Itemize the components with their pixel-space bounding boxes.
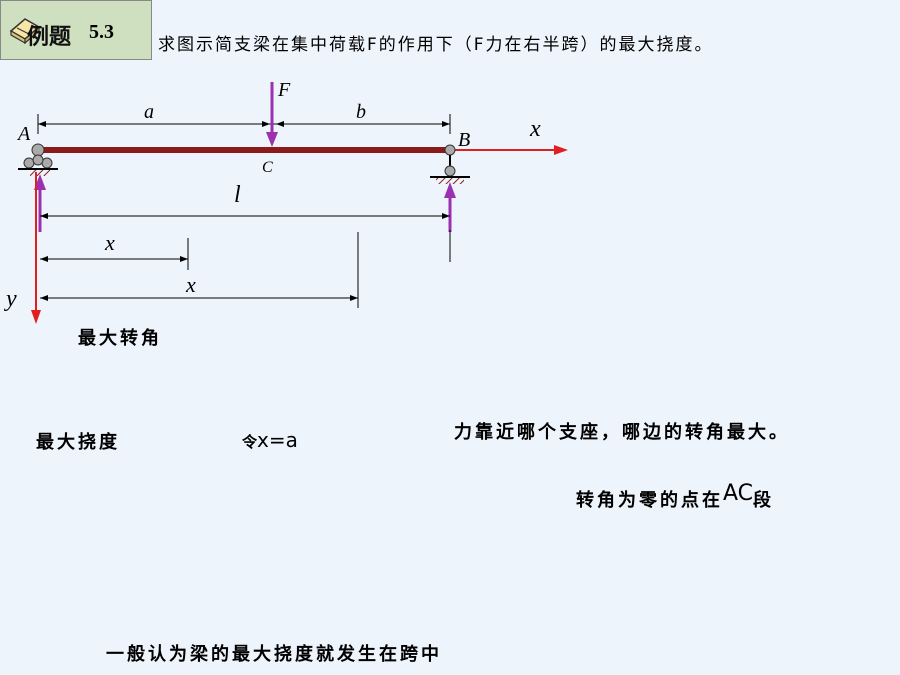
let-prefix: 令 — [242, 433, 258, 451]
dim-x1-label: x — [104, 230, 115, 255]
problem-statement: 求图示简支梁在集中荷载F的作用下（F力在右半跨）的最大挠度。 — [158, 35, 714, 55]
zero-rotation-prefix: 转角为零的点在 — [576, 490, 723, 511]
support-question: 力靠近哪个支座，哪边的转角最大。 — [454, 422, 790, 443]
force-arrow — [266, 82, 278, 147]
reaction-b — [444, 182, 456, 232]
dim-a-label: a — [144, 101, 154, 123]
point-c-label: C — [262, 159, 273, 176]
conclusion-text: 一般认为梁的最大挠度就发生在跨中 — [106, 644, 442, 665]
zero-rotation-note: 转角为零的点在AC段 — [576, 481, 775, 512]
badge-label: 例题 — [27, 24, 72, 50]
badge-number: 5.3 — [89, 21, 114, 43]
dimension-ab — [37, 114, 451, 134]
dim-x2-label: x — [185, 272, 196, 297]
dimension-x1 — [40, 256, 188, 262]
point-b-label: B — [458, 129, 470, 151]
dim-b-label: b — [356, 101, 366, 123]
force-label: F — [277, 79, 291, 101]
let-expression: 令x=a — [242, 428, 298, 452]
max-deflection-label: 最大挠度 — [36, 432, 120, 453]
dimension-x2 — [40, 295, 358, 301]
zero-rotation-seg: AC — [723, 481, 754, 506]
point-a-label: A — [16, 123, 31, 145]
y-axis-arrow — [31, 172, 41, 324]
dimension-l — [40, 213, 450, 219]
length-label: l — [234, 182, 241, 208]
axis-x-label: x — [529, 116, 541, 142]
support-a — [18, 143, 58, 176]
support-b — [430, 144, 470, 184]
example-badge: 例题 5.3 — [0, 0, 152, 60]
let-equation: x=a — [257, 428, 298, 452]
max-rotation-label: 最大转角 — [78, 328, 162, 349]
zero-rotation-suffix: 段 — [753, 490, 775, 511]
book-icon — [9, 18, 41, 45]
x-axis-arrow — [453, 145, 568, 155]
axis-y-label: y — [4, 286, 17, 312]
